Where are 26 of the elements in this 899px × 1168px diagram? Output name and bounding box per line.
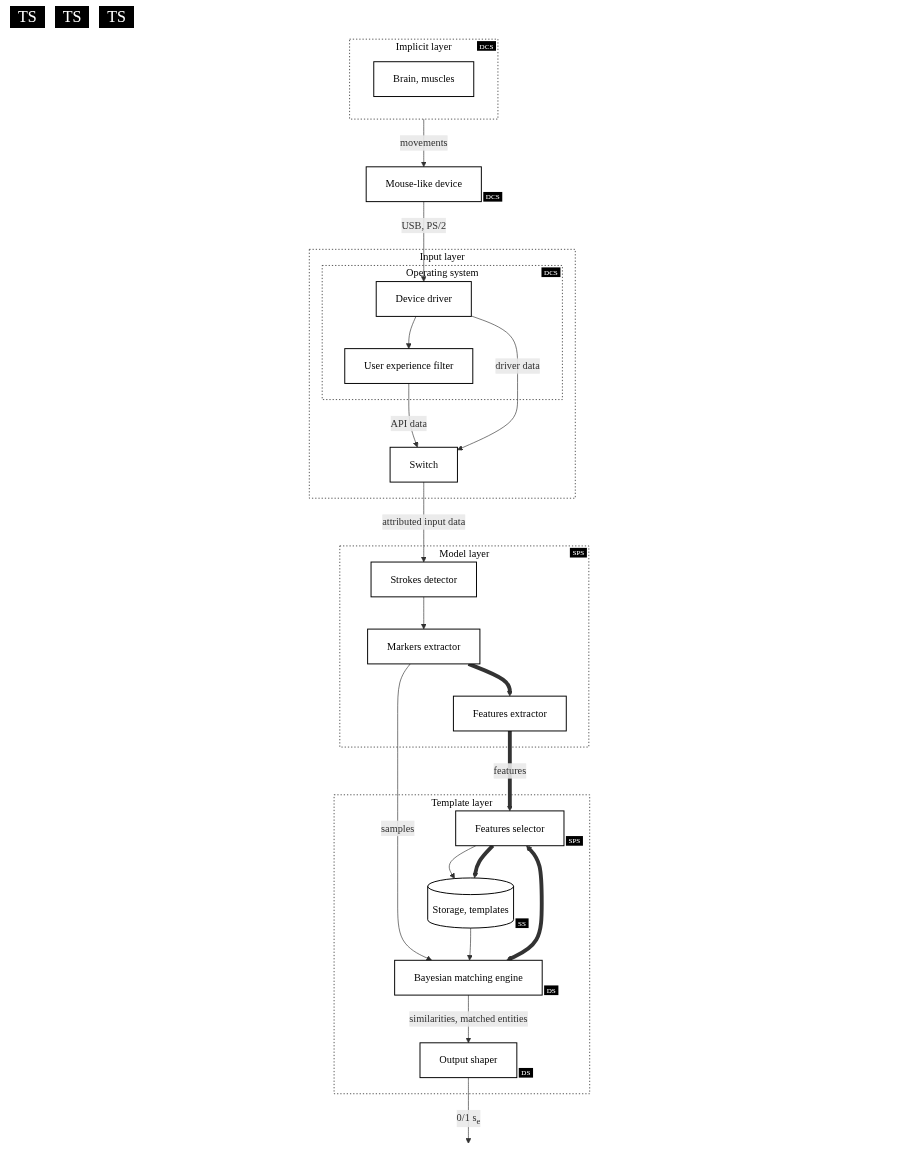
node-box: Markers extractor	[367, 628, 481, 665]
node-box: User experience filter	[344, 348, 474, 384]
edge-label: 0/1 s$_{e}$	[456, 1111, 481, 1126]
node-box: Bayesian matching engine	[394, 959, 543, 996]
arrow	[472, 844, 495, 879]
edge-label: samples	[381, 822, 415, 834]
node-box: Strokes detector	[370, 561, 477, 598]
arrow	[467, 662, 513, 697]
edge-label: similarities, matched entities	[409, 1013, 528, 1025]
edge-label: API data	[390, 417, 427, 429]
node-box: Brain, muscles	[373, 61, 475, 98]
tag-label: TS	[99, 6, 134, 28]
node-box: Switch	[389, 446, 458, 483]
node-box: Device driver	[375, 281, 472, 317]
edge-label: movements	[399, 137, 448, 149]
edge-label: USB, PS/2	[401, 219, 447, 231]
node-box: Features selector	[455, 810, 565, 847]
arrow	[506, 845, 544, 961]
node-box: Output shaper	[419, 1042, 518, 1079]
edge-label: features	[493, 765, 527, 777]
tag-label: TS	[54, 6, 90, 28]
edge-label: driver data	[495, 360, 540, 372]
node-box: Features extractor	[452, 695, 567, 732]
tag-label: TS	[10, 6, 45, 28]
node-box: Mouse-like device	[365, 166, 482, 203]
edge-label: attributed input data	[382, 516, 466, 528]
